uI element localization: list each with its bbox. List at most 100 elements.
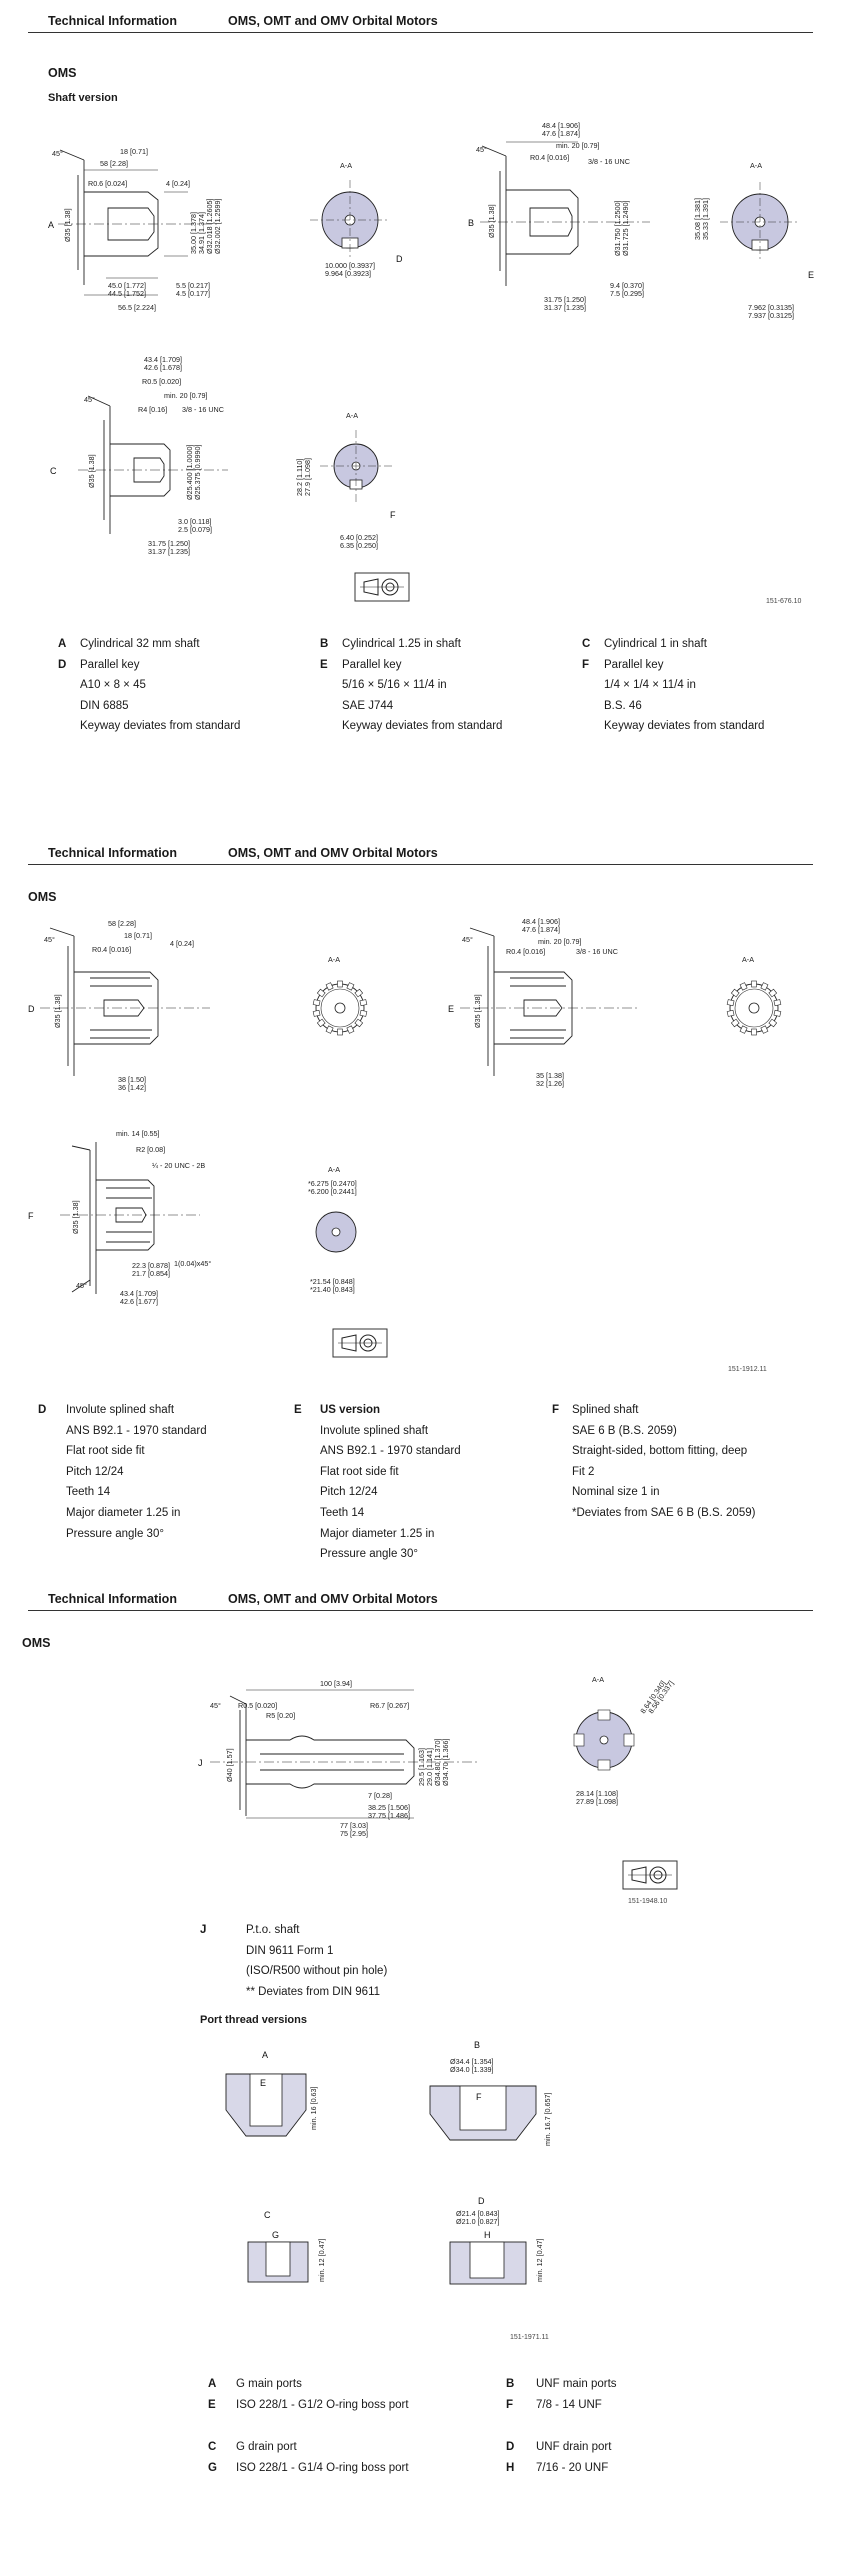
dim-c-5: R4 [0.16] bbox=[138, 405, 167, 414]
section-aa-label-j: A-A bbox=[592, 1675, 604, 1684]
dim-c-9: Ø25.375 [0.9990] bbox=[193, 444, 202, 500]
dim-c-18: 45° bbox=[84, 395, 95, 404]
dim-a-8: Ø32.018 [1.2605] bbox=[205, 198, 214, 254]
dim-a-3: 4 [0.24] bbox=[166, 179, 190, 188]
legend-line: ** Deviates from DIN 9611 bbox=[246, 1985, 381, 1998]
legend-line: 1/4 × 1/4 × 11/4 in bbox=[604, 679, 696, 692]
dim-b-12: 7.5 [0.295] bbox=[610, 289, 644, 298]
legend-line: DIN 9611 Form 1 bbox=[246, 1944, 334, 1957]
spline-tooth bbox=[316, 988, 326, 998]
drawing-shaft-e: 48.4 [1.906] 47.6 [1.874] min. 20 [0.79]… bbox=[448, 917, 640, 1088]
legend-line: Keyway deviates from standard bbox=[342, 720, 503, 733]
letter-d: D bbox=[396, 254, 403, 264]
dim-d-7: 36 [1.42] bbox=[118, 1083, 146, 1092]
page-header: Technical Information OMS, OMT and OMV O… bbox=[28, 1586, 813, 1611]
projection-symbol-1 bbox=[354, 572, 410, 602]
drawing-shaft-d: 58 [2.28] 18 [0.71] 4 [0.24] R0.4 [0.016… bbox=[28, 919, 210, 1092]
dim-j-9: Ø34.70 [1.366] bbox=[441, 1738, 450, 1786]
legend-line: Keyway deviates from standard bbox=[80, 720, 241, 733]
product-title: OMS bbox=[48, 66, 77, 80]
legend-line: B.S. 46 bbox=[604, 699, 642, 712]
spline-tooth bbox=[354, 988, 364, 998]
header-left: Technical Information bbox=[48, 14, 177, 28]
dim-c-11: 31.37 [1.235] bbox=[148, 547, 190, 556]
dim-d-6: 38 [1.50] bbox=[118, 1075, 146, 1084]
dim-f-1: min. 14 [0.55] bbox=[116, 1129, 160, 1138]
section-aa-c: A-A 28.2 [1.110] 27.9 [1.098] 6.40 [0.25… bbox=[295, 411, 396, 550]
page-header: Technical Information OMS, OMT and OMV O… bbox=[28, 8, 813, 33]
spline-tooth bbox=[739, 982, 748, 991]
letter-c: C bbox=[50, 466, 57, 476]
port-drawing-a: A E min. 16 [0.63] bbox=[225, 2050, 318, 2137]
dim-e-4: R0.4 [0.016] bbox=[506, 947, 545, 956]
spline-tooth bbox=[359, 999, 368, 1007]
legend-line: Involute splined shaft bbox=[320, 1424, 429, 1437]
section-pto-ports: Technical Information OMS, OMT and OMV O… bbox=[0, 1586, 853, 2560]
dim-j-8: Ø34.80 [1.370] bbox=[433, 1738, 442, 1786]
legend-line: Fit 2 bbox=[572, 1465, 595, 1478]
dim-f-13: *21.40 [0.843] bbox=[310, 1285, 355, 1294]
letter-d2: D bbox=[28, 1004, 35, 1014]
letter-e2: E bbox=[448, 1004, 454, 1014]
dim-a-2: 18 [0.71] bbox=[120, 147, 148, 156]
dim-e-7: 35 [1.38] bbox=[536, 1071, 564, 1080]
header-right: OMS, OMT and OMV Orbital Motors bbox=[228, 846, 438, 860]
spline-gear-d bbox=[312, 980, 368, 1036]
port-drawing-b: B Ø34.4 [1.354] Ø34.0 [1.339] F min. 16.… bbox=[429, 2040, 552, 2146]
shaft-version-title: Shaft version bbox=[48, 92, 118, 104]
dim-j-14: 75 [2.95] bbox=[340, 1829, 368, 1838]
dim-j-12: 37.75 [1.486] bbox=[368, 1811, 410, 1820]
dim-a-6: 35.00 [1.378] bbox=[189, 212, 198, 254]
legend-line: DIN 6885 bbox=[80, 699, 129, 712]
dim-f-14: 45° bbox=[76, 1281, 87, 1290]
section-aa-d: A-A bbox=[312, 955, 368, 1036]
port-letter-f: F bbox=[476, 2092, 482, 2102]
header-right: OMS, OMT and OMV Orbital Motors bbox=[228, 14, 438, 28]
dim-j-7: 29.0 [1.141] bbox=[425, 1748, 434, 1786]
spline-tooth bbox=[751, 1028, 757, 1036]
dim-a-5: Ø35 [1.38] bbox=[63, 208, 72, 242]
dim-b-16: 35.08 [1.381] bbox=[693, 198, 702, 240]
dim-j-6: 29.5 [1.163] bbox=[417, 1748, 426, 1786]
drawing-shaft-j: 100 [3.94] R0.5 [0.020] R5 [0.20] R6.7 [… bbox=[198, 1679, 480, 1838]
spline-tooth bbox=[730, 1018, 740, 1028]
legend-line: Keyway deviates from standard bbox=[604, 720, 765, 733]
spline-tooth bbox=[739, 1025, 748, 1034]
dim-port-b-2: Ø34.0 [1.339] bbox=[450, 2065, 494, 2074]
port-letter-a: A bbox=[262, 2050, 268, 2060]
legend-line: (ISO/R500 without pin hole) bbox=[246, 1965, 388, 1978]
dim-b-2: 47.6 [1.874] bbox=[542, 129, 580, 138]
product-title: OMS bbox=[28, 890, 57, 904]
dim-d-3: 4 [0.24] bbox=[170, 939, 194, 948]
spline-tooth bbox=[312, 999, 321, 1007]
legend-line: Flat root side fit bbox=[320, 1465, 399, 1478]
dim-a-12: 5.5 [0.217] bbox=[176, 281, 210, 290]
letter-f2: F bbox=[28, 1211, 34, 1221]
legend-line: Nominal size 1 in bbox=[572, 1486, 660, 1499]
letter-e: E bbox=[808, 270, 814, 280]
dim-e-9: 45° bbox=[462, 935, 473, 944]
dim-e-8: 32 [1.26] bbox=[536, 1079, 564, 1088]
dim-b-3: min. 20 [0.79] bbox=[556, 141, 600, 150]
spline-gear-e bbox=[726, 980, 782, 1036]
spline-tooth bbox=[337, 980, 343, 988]
spline-tooth bbox=[337, 1028, 343, 1036]
dim-port-d-3: min. 12 [0.47] bbox=[535, 2238, 544, 2282]
spline-tooth bbox=[312, 1009, 321, 1017]
dim-e-5: 3/8 - 16 UNC bbox=[576, 947, 618, 956]
dim-port-d-1: Ø21.4 [0.843] bbox=[456, 2209, 500, 2218]
dim-j-16: 27.89 [1.098] bbox=[576, 1797, 618, 1806]
dim-j-13: 77 [3.03] bbox=[340, 1821, 368, 1830]
port-letter-b: B bbox=[474, 2040, 480, 2050]
dim-a-7: 34.91 [1.374] bbox=[197, 212, 206, 254]
